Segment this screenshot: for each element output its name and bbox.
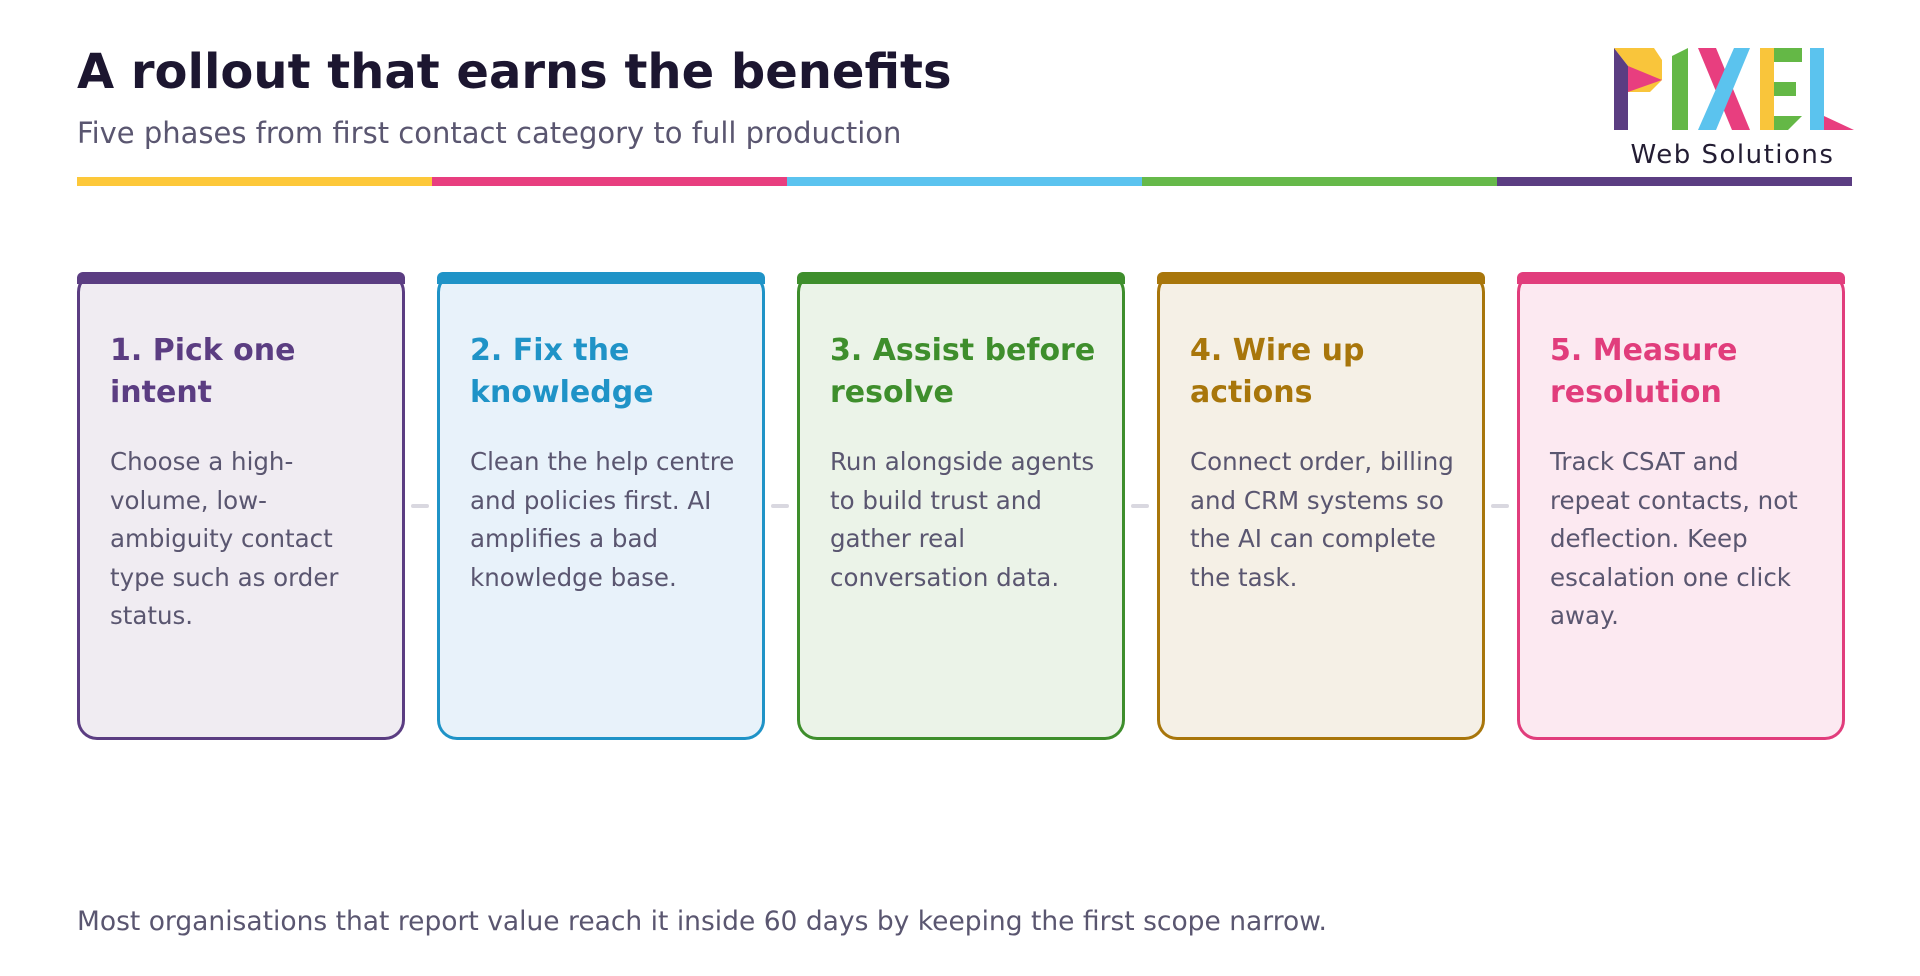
phase-card-accent-bar	[77, 272, 405, 284]
phase-title: 5. Measure resolution	[1550, 333, 1738, 410]
phase-title: 1. Pick one intent	[110, 333, 296, 410]
page-subtitle: Five phases from first contact category …	[77, 116, 902, 150]
logo-e-mid	[1774, 82, 1796, 96]
page-title: A rollout that earns the benefits	[77, 44, 952, 100]
logo-e-top	[1774, 48, 1802, 62]
phase-connector	[1491, 504, 1509, 508]
logo-p-bowl	[1628, 66, 1662, 92]
phase-card-2: 2. Fix the knowledge Clean the help cent…	[437, 272, 765, 740]
phase-card-5: 5. Measure resolution Track CSAT and rep…	[1517, 272, 1845, 740]
color-band-segment	[432, 177, 787, 186]
phase-description: Track CSAT and repeat contacts, not defl…	[1550, 447, 1798, 630]
phase-card-1: 1. Pick one intent Choose a high-volume,…	[77, 272, 405, 740]
logo-caption: Web Solutions	[1630, 140, 1835, 170]
logo-l-foot	[1824, 116, 1854, 130]
color-band-segment	[787, 177, 1142, 186]
color-band-segment	[77, 177, 432, 186]
color-band	[77, 177, 1852, 186]
phase-description: Choose a high-volume, low-ambiguity cont…	[110, 447, 339, 630]
phase-connector	[411, 504, 429, 508]
footer-note: Most organisations that report value rea…	[77, 906, 1327, 937]
phase-connector	[1131, 504, 1149, 508]
phase-description: Clean the help centre and policies first…	[470, 447, 735, 592]
logo-i	[1672, 48, 1688, 130]
logo-e-stem	[1760, 48, 1774, 130]
phase-connector	[771, 504, 789, 508]
phase-card-accent-bar	[797, 272, 1125, 284]
color-band-segment	[1497, 177, 1852, 186]
phase-card-accent-bar	[437, 272, 765, 284]
logo-p-stem	[1614, 48, 1628, 130]
logo-e-bot	[1774, 116, 1802, 130]
phase-title: 2. Fix the knowledge	[470, 333, 654, 410]
color-band-segment	[1142, 177, 1497, 186]
phase-card-accent-bar	[1157, 272, 1485, 284]
phase-title: 4. Wire up actions	[1190, 333, 1365, 410]
logo-l-stem	[1810, 48, 1824, 130]
phase-title: 3. Assist before resolve	[830, 333, 1096, 410]
phase-card-3: 3. Assist before resolve Run alongside a…	[797, 272, 1125, 740]
phase-card-accent-bar	[1517, 272, 1845, 284]
phase-card-4: 4. Wire up actions Connect order, billin…	[1157, 272, 1485, 740]
phase-cards: 1. Pick one intent Choose a high-volume,…	[77, 272, 1848, 740]
phase-description: Run alongside agents to build trust and …	[830, 447, 1095, 592]
phase-description: Connect order, billing and CRM systems s…	[1190, 447, 1454, 592]
pixel-logo-icon	[1614, 48, 1854, 130]
logo-x-b	[1698, 48, 1750, 130]
